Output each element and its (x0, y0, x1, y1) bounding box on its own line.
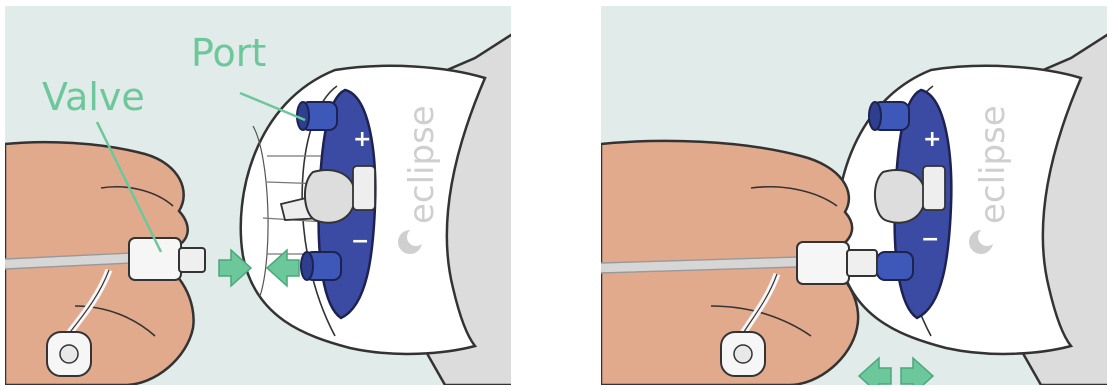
port-label: Port (191, 34, 266, 72)
step-connected-panel: + − eclipse (601, 6, 1107, 385)
step-connect-panel: + − eclipse (5, 6, 511, 385)
negative-terminal-sign: − (351, 229, 369, 254)
port-upper (869, 102, 909, 130)
connected-illustration: + − eclipse (601, 6, 1107, 385)
negative-terminal-sign: − (921, 227, 939, 252)
eclipse-brand-text: eclipse (973, 105, 1013, 224)
port-lower (301, 252, 341, 280)
port-upper (297, 102, 337, 130)
positive-terminal-sign: + (923, 127, 941, 152)
positive-terminal-sign: + (353, 127, 371, 152)
port-lower (877, 252, 913, 280)
eclipse-brand-text: eclipse (402, 105, 442, 224)
valve-label: Valve (42, 78, 145, 116)
